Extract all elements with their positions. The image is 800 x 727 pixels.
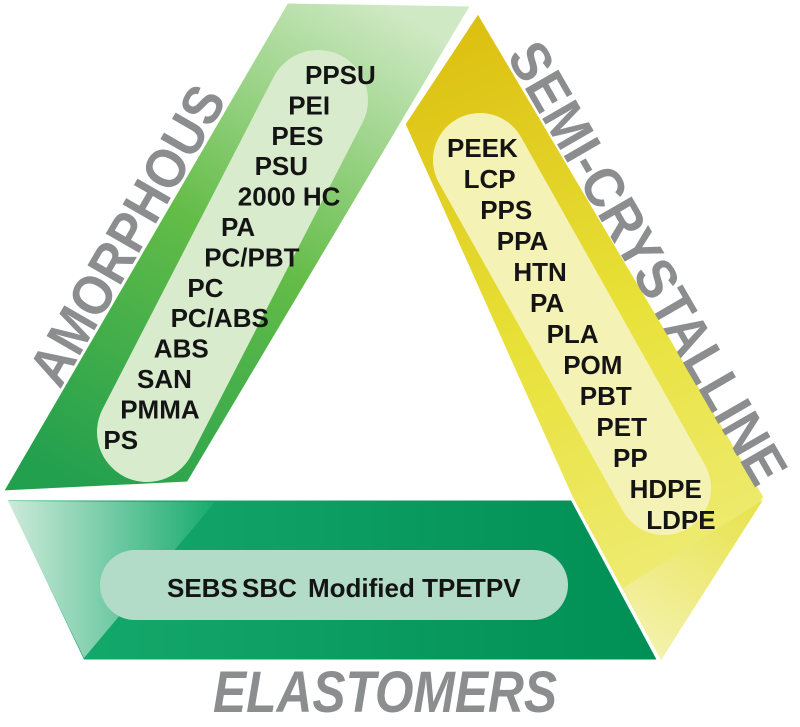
material-label: PA [221,212,255,242]
amorphous-capsule [97,50,368,482]
material-label: PPSU [305,60,376,90]
material-label: SAN [137,364,192,394]
semi-crystalline-fold-wedge [623,500,763,660]
material-label: PC/PBT [204,242,299,272]
material-label: PEI [288,90,330,120]
material-label: HTN [513,257,566,287]
material-label: TPV [470,573,521,603]
elastomers-title: ELASTOMERS [213,660,557,725]
material-label: 2000 HC [238,182,341,212]
semi-crystalline-capsule [433,113,711,535]
material-label: HDPE [630,474,702,504]
material-label: PMMA [120,394,200,424]
material-label: SEBS [167,573,238,603]
material-label: LCP [464,164,516,194]
material-label: PPS [480,195,532,225]
material-label: PC/ABS [171,303,269,333]
material-label: ABS [154,334,209,364]
material-label: SBC [242,573,297,603]
material-label: POM [563,350,622,380]
material-label: PES [271,121,323,151]
material-label: PS [103,425,138,455]
material-label: PC [187,273,223,303]
material-label: PET [596,412,647,442]
material-label: LDPE [646,505,715,535]
material-label: PLA [547,319,599,349]
material-label: PBT [580,381,632,411]
material-label: PP [613,443,648,473]
material-label: PSU [255,151,308,181]
material-label: Modified TPE [308,573,473,603]
material-label: PPA [497,226,549,256]
material-label: PEEK [447,133,518,163]
material-label: PA [530,288,564,318]
